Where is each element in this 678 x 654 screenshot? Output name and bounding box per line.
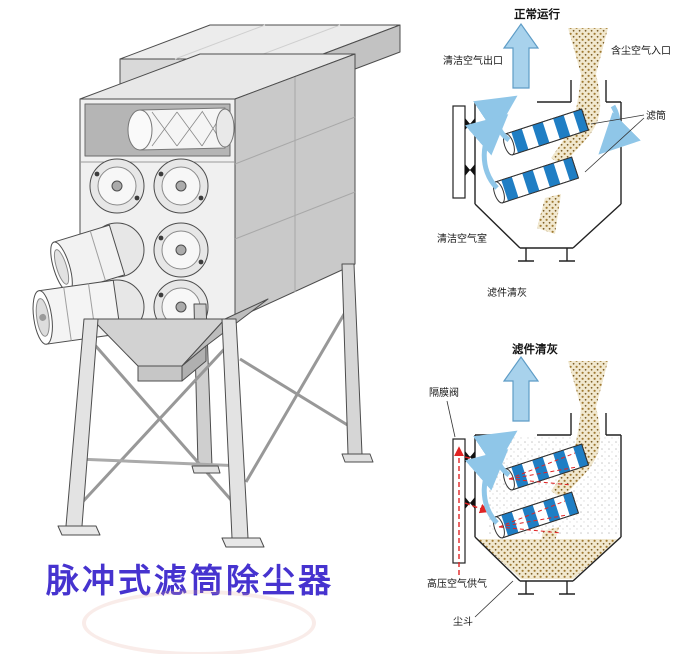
foot-plate bbox=[341, 453, 374, 463]
filter-port bbox=[153, 158, 209, 214]
stand-leg-front-left bbox=[65, 318, 99, 527]
stand-leg-front-right bbox=[221, 318, 249, 539]
airflow-arrows bbox=[465, 430, 518, 525]
valve-icon bbox=[465, 164, 475, 176]
machine-illustration bbox=[32, 24, 401, 548]
extracted-cartridge-stub bbox=[50, 224, 126, 293]
airflow-arrows bbox=[465, 95, 641, 190]
diagram-title: 正常运行 bbox=[514, 7, 560, 21]
diagram-pulse-cleaning: 滤件清灰 隔膜阀 高压空气供气 尘斗 bbox=[427, 342, 622, 628]
label-filter-cartridge: 滤筒 bbox=[646, 109, 666, 122]
foot-plate bbox=[57, 525, 101, 536]
label-dust-hopper: 尘斗 bbox=[453, 616, 473, 628]
label-high-pressure-air: 高压空气供气 bbox=[427, 577, 487, 590]
extracted-cartridge-long bbox=[32, 279, 122, 345]
label-clean-air-outlet: 清洁空气出口 bbox=[443, 54, 503, 67]
label-pointers bbox=[584, 114, 645, 173]
filter-cartridge bbox=[490, 156, 579, 205]
label-pointers bbox=[446, 400, 514, 618]
pulse-air-duct bbox=[452, 438, 475, 564]
clean-air-out-arrow bbox=[502, 22, 540, 89]
watermark bbox=[82, 590, 316, 654]
support-stand bbox=[57, 263, 374, 548]
label-clean-air-chamber: 清洁空气室 bbox=[437, 232, 487, 245]
foot-plate bbox=[191, 465, 221, 474]
label-filter-cleaning: 滤件清灰 bbox=[487, 286, 527, 299]
filter-port bbox=[153, 222, 209, 278]
diagram-title: 滤件清灰 bbox=[512, 342, 558, 356]
label-diaphragm-valve: 隔膜阀 bbox=[429, 386, 459, 399]
label-dusty-air-inlet: 含尘空气入口 bbox=[611, 44, 671, 57]
foot-plate bbox=[221, 537, 265, 548]
valve-icon bbox=[465, 118, 475, 130]
clean-air-out-arrow bbox=[502, 355, 540, 422]
stand-leg-back-right bbox=[341, 263, 363, 455]
service-cartridge bbox=[127, 107, 235, 151]
filter-port bbox=[89, 158, 145, 214]
clean-air-duct bbox=[452, 105, 475, 199]
service-opening bbox=[80, 103, 235, 163]
machine-hopper bbox=[91, 298, 269, 382]
diagram-normal-operation: 正常运行 清洁空气出口 含尘空气入口 滤筒 清洁空气室 滤件清灰 bbox=[437, 7, 671, 299]
collected-dust bbox=[477, 539, 619, 579]
